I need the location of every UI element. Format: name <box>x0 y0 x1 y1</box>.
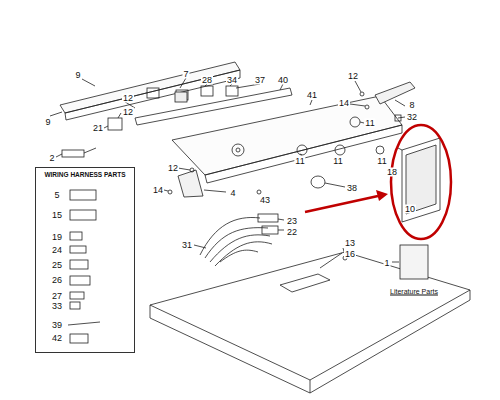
callout-number: 31 <box>181 241 193 250</box>
callout-number: 32 <box>406 113 418 122</box>
callout-number: 4 <box>229 189 236 198</box>
literature-label: Literature Parts <box>389 288 439 295</box>
arrowhead <box>376 190 388 201</box>
callout-number: 21 <box>92 124 104 133</box>
callout-number: 14 <box>152 186 164 195</box>
box-heading: WIRING HARNESS PARTS <box>36 168 134 178</box>
callout-number: 40 <box>277 76 289 85</box>
callout-number: 11 <box>364 119 375 128</box>
callout-number: 24 <box>51 246 63 255</box>
callout-number: 1 <box>383 259 390 268</box>
callout-number: 5 <box>53 191 60 200</box>
callout-number: 9 <box>74 71 81 80</box>
callout-number: 18 <box>386 168 398 177</box>
callout-number: 42 <box>51 334 63 343</box>
callout-number: 23 <box>286 217 298 226</box>
callout-number: 26 <box>51 276 63 285</box>
callout-number: 38 <box>346 184 358 193</box>
callout-number: 12 <box>347 72 359 81</box>
callout-number: 7 <box>182 70 189 79</box>
callout-number: 15 <box>51 211 63 220</box>
callout-number: 34 <box>226 76 238 85</box>
callout-number: 13 <box>344 239 356 248</box>
callout-number: 11 <box>376 157 387 166</box>
callout-number: 2 <box>48 154 55 163</box>
callout-number: 27 <box>51 292 63 301</box>
callout-number: 37 <box>254 76 266 85</box>
callout-number: 22 <box>286 228 298 237</box>
callout-number: 12 <box>122 94 134 103</box>
callout-number: 12 <box>122 108 134 117</box>
callout-number: 16 <box>344 250 356 259</box>
callout-number: 8 <box>408 101 415 110</box>
callout-number: 11 <box>294 157 305 166</box>
callout-number: 14 <box>338 99 350 108</box>
parts-drawing <box>50 62 470 393</box>
callout-number: 39 <box>51 321 63 330</box>
callout-number: 43 <box>259 196 271 205</box>
callout-number: 9 <box>44 118 51 127</box>
highlight-arrow <box>305 196 378 212</box>
callout-number: 25 <box>51 261 63 270</box>
callout-number: 10 <box>404 205 416 214</box>
callout-number: 33 <box>51 302 63 311</box>
highlight-circle <box>391 125 451 239</box>
callout-number: 19 <box>51 233 63 242</box>
callout-number: 41 <box>306 91 318 100</box>
callout-number: 28 <box>201 76 213 85</box>
callout-number: 12 <box>167 164 179 173</box>
callout-number: 11 <box>332 157 343 166</box>
